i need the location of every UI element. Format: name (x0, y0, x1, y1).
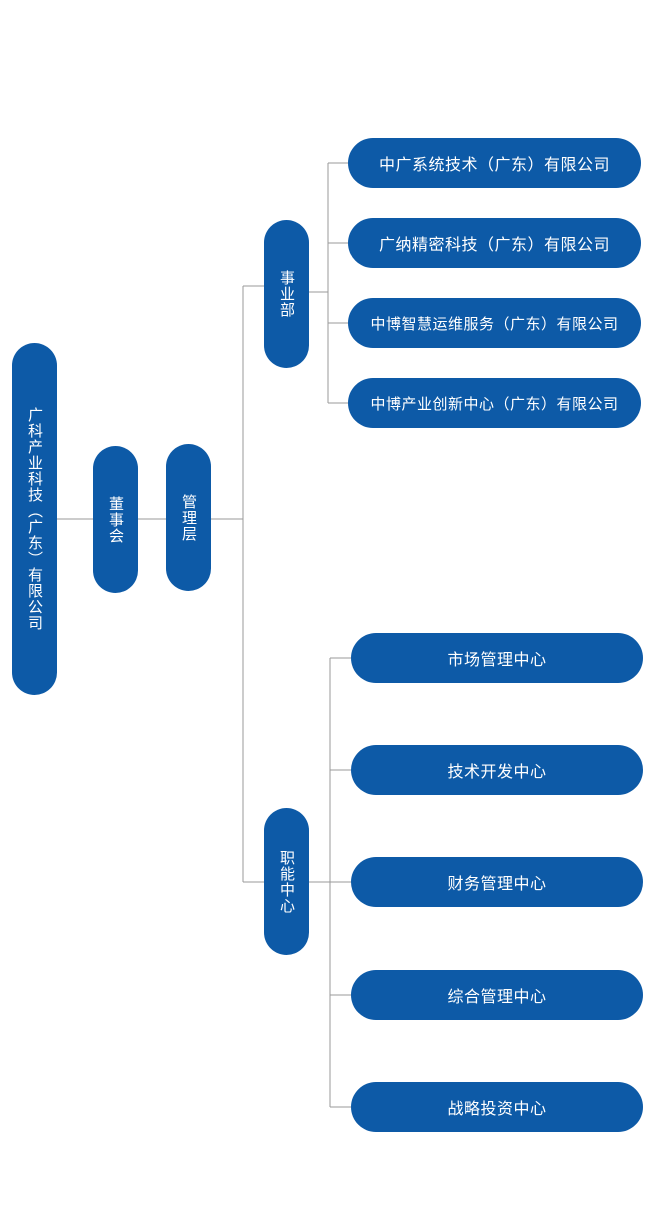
root-company-node: 广科产业科技（广东）有限公司 (12, 343, 57, 695)
function-center-label: 职能中心 (278, 849, 296, 914)
company-node: 中博产业创新中心（广东）有限公司 (348, 378, 641, 428)
company-label: 中博产业创新中心（广东）有限公司 (370, 394, 619, 413)
company-label: 中广系统技术（广东）有限公司 (378, 155, 610, 174)
center-node: 市场管理中心 (351, 633, 643, 683)
business-dept-label: 事业部 (278, 270, 296, 318)
center-label: 市场管理中心 (447, 650, 547, 669)
center-node: 技术开发中心 (351, 745, 643, 795)
center-node: 财务管理中心 (351, 857, 643, 907)
function-center-node: 职能中心 (264, 808, 309, 955)
business-dept-node: 事业部 (264, 220, 309, 368)
center-label: 技术开发中心 (447, 762, 547, 781)
company-node: 中广系统技术（广东）有限公司 (348, 138, 641, 188)
root-company-label: 广科产业科技（广东）有限公司 (26, 407, 44, 631)
company-label: 广纳精密科技（广东）有限公司 (378, 235, 610, 254)
board-node: 董事会 (93, 446, 138, 593)
management-label: 管理层 (180, 493, 198, 542)
center-node: 战略投资中心 (351, 1082, 643, 1132)
management-node: 管理层 (166, 444, 211, 591)
center-node: 综合管理中心 (351, 970, 643, 1020)
center-label: 财务管理中心 (447, 874, 547, 893)
center-label: 综合管理中心 (447, 987, 547, 1006)
center-label: 战略投资中心 (447, 1099, 547, 1118)
company-node: 广纳精密科技（广东）有限公司 (348, 218, 641, 268)
board-label: 董事会 (107, 495, 125, 544)
company-node: 中博智慧运维服务（广东）有限公司 (348, 298, 641, 348)
company-label: 中博智慧运维服务（广东）有限公司 (370, 314, 619, 333)
